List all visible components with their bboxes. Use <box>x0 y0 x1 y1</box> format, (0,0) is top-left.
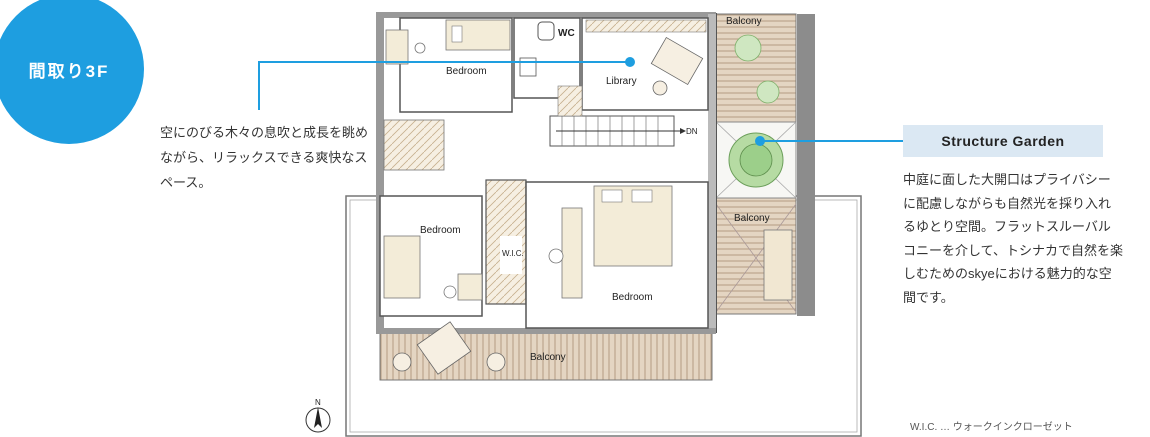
label-balcony-right: Balcony <box>734 213 770 224</box>
reading-chair-icon <box>650 36 704 86</box>
floor-badge: 間取り3F <box>0 0 144 144</box>
desk-icon-main <box>561 207 583 299</box>
label-wic: W.I.C. <box>502 249 524 258</box>
label-balcony-top: Balcony <box>726 16 762 27</box>
lounge-chair-icon <box>763 229 793 301</box>
structure-garden-title-text: Structure Garden <box>941 133 1065 149</box>
label-balcony-bottom: Balcony <box>530 352 566 363</box>
balcony-stool-icon <box>392 352 412 372</box>
structure-wall <box>797 14 815 316</box>
callout-dot-garden <box>755 136 765 146</box>
bed-icon-left <box>383 235 421 299</box>
label-bedroom-top: Bedroom <box>446 66 487 77</box>
label-library: Library <box>606 76 637 87</box>
label-bedroom-main: Bedroom <box>612 292 653 303</box>
left-description: 空にのびる木々の息吹と成長を眺めながら、リラックスできる爽快なスペース。 <box>160 125 369 190</box>
callout-dot-library <box>625 57 635 67</box>
hall-closet <box>383 119 445 171</box>
structure-garden-title: Structure Garden <box>903 125 1103 157</box>
label-dn: DN <box>686 127 698 136</box>
label-bedroom-left: Bedroom <box>420 225 461 236</box>
floor-badge-label: 間取り3F <box>28 61 110 81</box>
compass-icon: N <box>305 398 331 433</box>
desk-icon <box>385 29 409 65</box>
compass-north-label: N <box>315 398 321 407</box>
sink-icon <box>519 57 537 77</box>
callout-line-left <box>258 61 630 110</box>
toilet-icon <box>537 21 555 41</box>
wic-footnote: W.I.C. … ウォークインクローゼット <box>910 422 1073 433</box>
label-wc: WC <box>558 28 575 39</box>
plant-icon <box>734 34 762 62</box>
structure-garden-description: 中庭に面した大開口はプライバシーに配慮しながらも自然光を採り入れるゆとり空間。フ… <box>903 172 1123 305</box>
balcony-table-icon <box>416 321 472 375</box>
